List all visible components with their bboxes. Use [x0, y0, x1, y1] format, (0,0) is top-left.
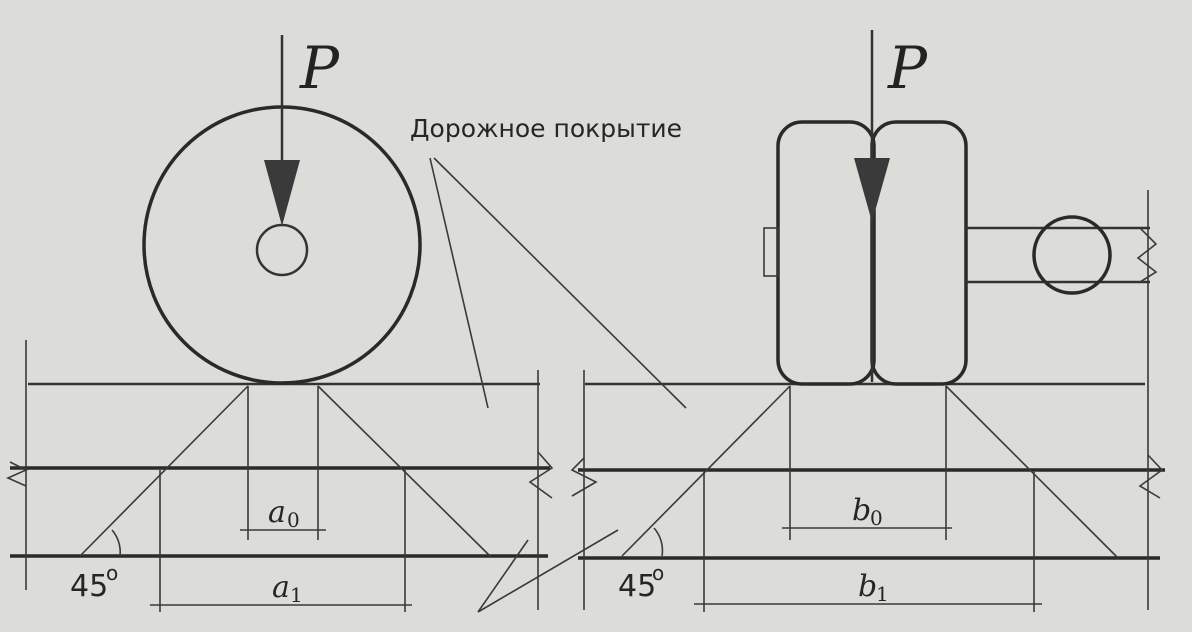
axle-wheel: [1032, 215, 1112, 295]
lower-leader-2: [477, 529, 619, 613]
left-dist-line-2: [317, 385, 491, 557]
left-panel: P a 0 a 1 45 o: [6, 34, 554, 612]
load-label-left: P: [299, 34, 340, 102]
road-surface-callout: Дорожное покрытие: [410, 114, 687, 409]
right-angle-unit: o: [652, 561, 664, 585]
dim-a1-sub: 1: [290, 583, 303, 607]
road-surface-leader-2: [433, 157, 687, 409]
road-surface-label: Дорожное покрытие: [410, 114, 682, 143]
load-label-right: P: [887, 34, 928, 102]
road-surface-leader-1: [429, 157, 489, 409]
right-angle-label: 45: [618, 569, 656, 604]
dim-b1-label: b: [858, 569, 877, 604]
axle-break-mark: [1136, 227, 1158, 283]
dim-b0-label: b: [852, 493, 871, 528]
lower-leader-1: [477, 539, 529, 613]
left-right-break-mark: [528, 451, 554, 499]
left-angle-arc: [111, 529, 122, 557]
tyre-hub-tab: [763, 227, 779, 277]
dim-a1-label: a: [272, 570, 290, 605]
right-break-mark: [1138, 454, 1164, 499]
right-panel: P b 0 b 1 45 o: [570, 30, 1165, 612]
right-angle-arc: [653, 527, 664, 557]
right-dist-line-2: [945, 385, 1119, 559]
left-dist-line-1: [79, 385, 249, 557]
load-arrow-left-head: [264, 160, 300, 226]
right-dist-line-1: [621, 385, 791, 557]
dim-b1-sub: 1: [876, 582, 889, 606]
dim-b0-sub: 0: [870, 506, 883, 530]
left-angle-unit: o: [106, 561, 118, 585]
left-break-mark: [6, 461, 28, 487]
load-arrow-right-head: [854, 158, 890, 222]
dim-a0-sub: 0: [287, 508, 300, 532]
lower-callout-leaders: [477, 529, 619, 613]
wheel-hub: [255, 223, 309, 277]
right-left-break-mark: [570, 457, 598, 497]
left-angle-label: 45: [70, 569, 108, 604]
dim-a0-label: a: [268, 495, 286, 530]
